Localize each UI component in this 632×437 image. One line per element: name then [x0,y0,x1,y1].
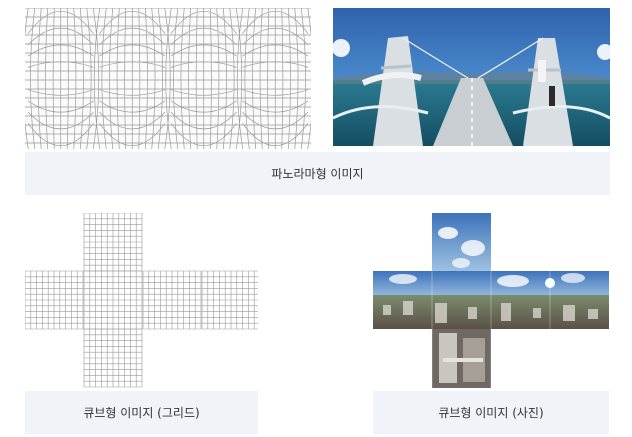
cube-photo-caption-text: 큐브형 이미지 (사진) [438,406,544,420]
panorama-caption: 파노라마형 이미지 [25,152,610,195]
cube-grid-image [25,213,258,388]
panorama-photo-image [333,8,610,146]
cube-photo-caption: 큐브형 이미지 (사진) [373,391,609,434]
panorama-grid-image [25,8,311,149]
panorama-caption-text: 파노라마형 이미지 [271,167,364,181]
cube-photo-image [373,213,609,388]
cube-grid-caption-text: 큐브형 이미지 (그리드) [83,406,200,420]
cube-grid-caption: 큐브형 이미지 (그리드) [25,391,258,434]
